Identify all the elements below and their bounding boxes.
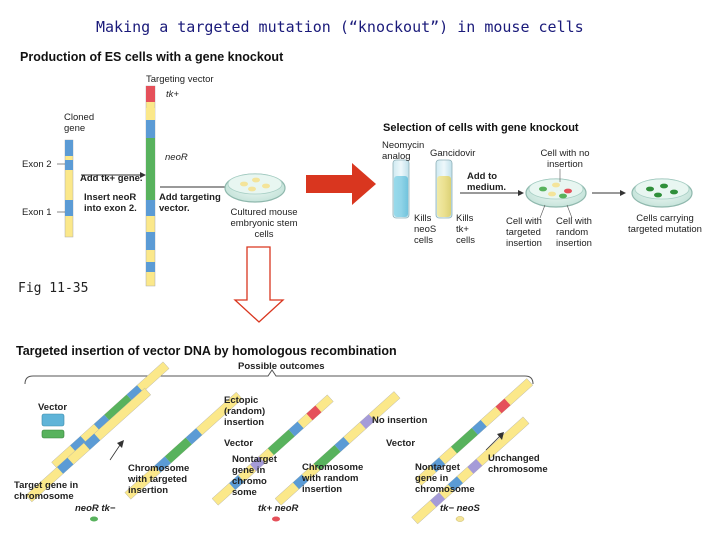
down-arrow-icon (233, 246, 285, 323)
ganciclovir-label: Gancidovir (430, 148, 476, 159)
genotype-1-label: neoR tk− (75, 503, 116, 514)
genotype-2-label: tk+ neoR (258, 503, 299, 514)
test-tube-icon (435, 159, 453, 219)
ectopic-insertion-label: Ectopic (random) insertion (224, 395, 266, 428)
red-right-arrow-icon (306, 163, 376, 205)
no-insertion-strands (411, 378, 534, 525)
add-medium-label: Add to medium. (467, 171, 507, 193)
slide-title: Making a targeted mutation (“knockout”) … (96, 18, 584, 36)
petri-dish-icon (631, 178, 693, 208)
genotype-3-label: tk− neoS (440, 503, 480, 514)
random-cell-label: Cell with random insertion (556, 216, 592, 249)
nontarget-gene-label: Nontarget gene in chromo some (232, 454, 277, 498)
neo-r-label: neoR (165, 152, 188, 163)
vector2-label: Vector (224, 438, 254, 449)
production-heading: Production of ES cells with a gene knock… (20, 50, 284, 64)
carrying-mutation-label: Cells carrying targeted mutation (628, 213, 702, 235)
exon2-label: Exon 2 (22, 159, 52, 170)
unchanged-chromosome-label: Unchanged chromosome (488, 453, 548, 475)
target-gene-label: Target gene in chromosome (14, 480, 79, 502)
vector3-label: Vector (386, 438, 416, 449)
neomycin-label: Neomycin analog (382, 140, 425, 162)
nontarget-gene-2-label: Nontarget gene in chromosome (415, 462, 475, 495)
no-insertion-label: No insertion (372, 415, 428, 426)
add-vector-label: Add targeting vector. (159, 192, 221, 214)
add-tk-label: Add tk+ gene. (80, 173, 143, 184)
selection-heading: Selection of cells with gene knockout (383, 122, 579, 134)
cloned-gene-strand (57, 139, 74, 238)
insert-neo-label: Insert neoR into exon 2. (84, 192, 137, 214)
possible-outcomes-label: Possible outcomes (238, 361, 325, 372)
chromosome-random-label: Chromosome with random insertion (302, 462, 364, 495)
targeted-insertion-strands (25, 361, 243, 503)
targeted-cell-label: Cell with targeted insertion (506, 216, 542, 249)
figure-label: Fig 11-35 (18, 281, 89, 296)
targeting-vector-strand (145, 85, 156, 287)
random-insertion-strands (211, 391, 401, 506)
no-insertion-cell-label: Cell with no insertion (540, 148, 590, 170)
petri-dish-icon (525, 178, 587, 208)
cloned-gene-label: Cloned gene (64, 112, 95, 134)
exon1-label: Exon 1 (22, 207, 52, 218)
test-tube-icon (392, 159, 410, 219)
insertion-heading: Targeted insertion of vector DNA by homo… (16, 344, 397, 358)
kills-neo-label: Kills neoS cells (414, 213, 437, 246)
kills-tk-label: Kills tk+ cells (456, 213, 476, 246)
cultured-cells-label: Cultured mouse embryonic stem cells (230, 207, 298, 240)
targeting-vector-label: Targeting vector (146, 74, 214, 85)
petri-dish-icon (224, 173, 286, 203)
chromosome-targeted-label: Chromosome with targeted insertion (128, 463, 190, 496)
tk-plus-label: tk+ (166, 89, 179, 100)
vector-label: Vector (38, 402, 68, 413)
